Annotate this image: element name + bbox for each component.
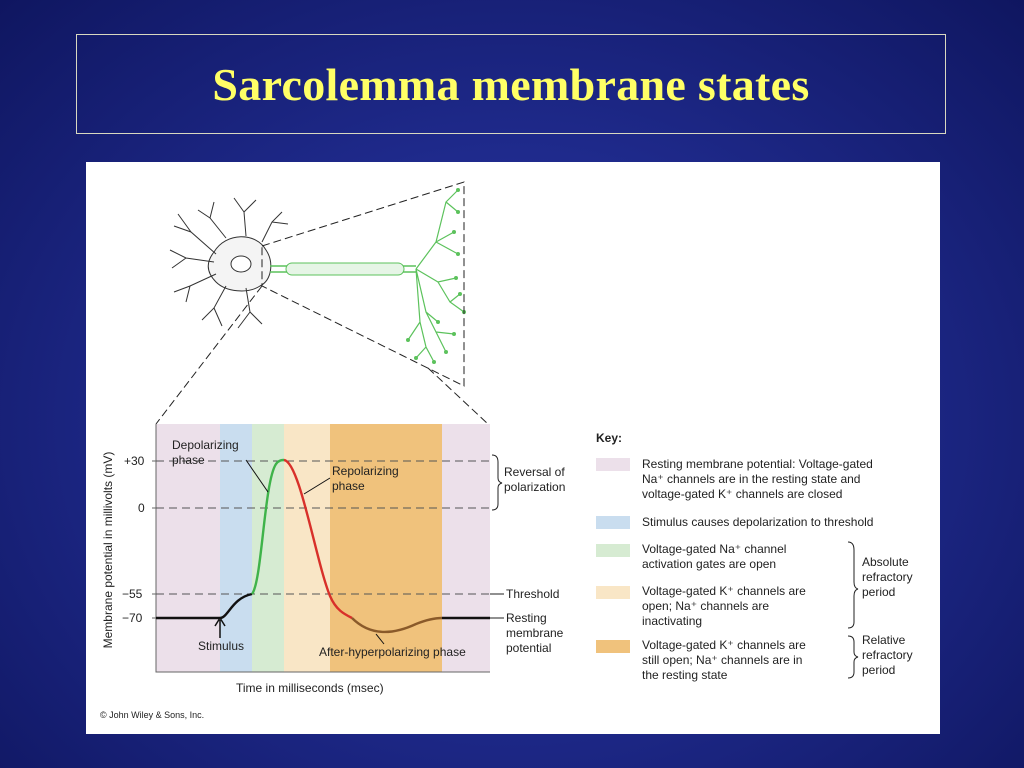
resting-label-2: membrane: [506, 626, 564, 640]
key-k-still-line-2: still open; Na⁺ channels are in: [642, 653, 802, 667]
curve-depolarization-green: [250, 458, 285, 595]
after-hyper-pointer: [375, 633, 385, 645]
curve-after-hyper-brown: [351, 616, 443, 634]
reversal-label-1: Reversal of: [504, 465, 565, 479]
curve-repolarization-red: [283, 458, 353, 620]
zoom-lines-to-graph: [155, 285, 489, 425]
key-k-open-line-3: inactivating: [642, 614, 702, 628]
membrane-potential-graph: +30 0 −55 −70 Membrane potential in mill…: [101, 424, 565, 695]
band-k-open: [284, 424, 330, 672]
band-na-open: [252, 424, 284, 672]
key-swatch-stimulus: [596, 516, 630, 529]
band-resting-left: [156, 424, 220, 672]
key-swatch-na-open: [596, 544, 630, 557]
key-k-open-line-1: Voltage-gated K⁺ channels are: [642, 584, 806, 598]
relative-label-1: Relative: [862, 633, 906, 647]
key-resting-line-3: voltage-gated K⁺ channels are closed: [642, 487, 842, 501]
level-lines: [156, 460, 490, 595]
tick-plus30: +30: [124, 454, 145, 468]
relative-refractory-bracket: [847, 635, 859, 679]
myelin-sheath: [285, 262, 405, 276]
absolute-label-3: period: [862, 585, 895, 599]
figure-svg: +30 0 −55 −70 Membrane potential in mill…: [100, 181, 913, 720]
tick-minus55: −55: [122, 587, 143, 601]
tick-0: 0: [138, 501, 145, 515]
depolarizing-label-2: phase: [172, 453, 205, 467]
key-na-line-2: activation gates are open: [642, 557, 776, 571]
depolarizing-label-1: Depolarizing: [172, 438, 239, 452]
relative-label-3: period: [862, 663, 895, 677]
repolarizing-pointer: [303, 477, 331, 495]
neuron-dendrites: [169, 197, 289, 329]
key-swatch-k-open: [596, 586, 630, 599]
key-swatch-k-still-open: [596, 640, 630, 653]
repolarizing-label-1: Repolarizing: [332, 464, 399, 478]
slide-title: Sarcolemma membrane states: [212, 58, 810, 110]
graph-axes: [155, 424, 490, 673]
key-k-open-line-2: open; Na⁺ channels are: [642, 599, 769, 613]
reversal-brace: [491, 454, 503, 511]
key-resting-line-1: Resting membrane potential: Voltage-gate…: [642, 457, 873, 471]
action-potential-figure: +30 0 −55 −70 Membrane potential in mill…: [86, 162, 940, 734]
y-axis-label: Membrane potential in millivolts (mV): [101, 452, 115, 649]
absolute-label-2: refractory: [862, 570, 913, 584]
band-k-still-open: [330, 424, 442, 672]
zoom-trapezoid: [261, 181, 465, 387]
key-resting-line-2: Na⁺ channels are in the resting state an…: [642, 472, 860, 486]
stimulus-label: Stimulus: [198, 639, 244, 653]
copyright-note: © John Wiley & Sons, Inc.: [100, 710, 204, 720]
key-k-still-line-1: Voltage-gated K⁺ channels are: [642, 638, 806, 652]
key-stimulus-line-1: Stimulus causes depolarization to thresh…: [642, 515, 873, 529]
key-na-line-1: Voltage-gated Na⁺ channel: [642, 542, 786, 556]
key-swatch-resting: [596, 458, 630, 471]
x-axis-label: Time in milliseconds (msec): [236, 681, 384, 695]
absolute-refractory-bracket: [847, 541, 859, 629]
key-k-still-line-3: the resting state: [642, 668, 728, 682]
key-legend: Key: Resting membrane potential: Voltage…: [596, 431, 913, 682]
band-stimulus: [220, 424, 252, 672]
threshold-label: Threshold: [506, 587, 559, 601]
neuron-illustration: [155, 181, 489, 425]
reversal-label-2: polarization: [504, 480, 565, 494]
resting-label-3: potential: [506, 641, 551, 655]
after-hyper-label: After-hyperpolarizing phase: [319, 645, 466, 659]
absolute-label-1: Absolute: [862, 555, 909, 569]
repolarizing-label-2: phase: [332, 479, 365, 493]
resting-label-1: Resting: [506, 611, 547, 625]
relative-label-2: refractory: [862, 648, 913, 662]
terminal-knobs: [406, 188, 466, 364]
tick-minus70: −70: [122, 611, 143, 625]
axon-terminals: [407, 189, 465, 363]
neuron-nucleus: [230, 255, 252, 273]
key-title: Key:: [596, 431, 622, 445]
depolarizing-pointer: [245, 459, 269, 493]
band-resting-right: [442, 424, 490, 672]
stimulus-arrow: [214, 616, 226, 638]
tick-marks: [152, 460, 156, 619]
title-box: Sarcolemma membrane states: [76, 34, 946, 134]
